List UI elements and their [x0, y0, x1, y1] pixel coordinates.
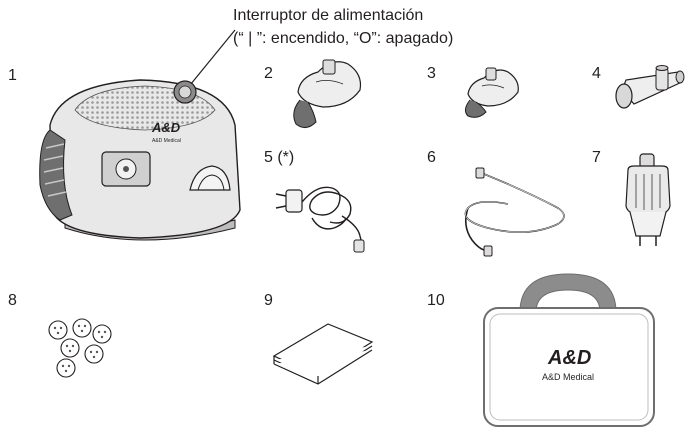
item-number-7: 7	[592, 149, 601, 166]
spare-filters-icon	[48, 318, 112, 378]
nebulizer-compressor-icon: A&D A&D Medical	[39, 79, 241, 241]
power-switch-callout-line2: (“ | ”: encendido, “O”: apagado)	[233, 30, 454, 47]
instruction-manual-icon	[272, 323, 374, 385]
bag-logo-text: A&D Medical	[542, 372, 594, 382]
bag-logo-mark: A&D	[547, 347, 591, 369]
air-tube-icon	[464, 167, 565, 257]
adult-mask-icon	[293, 59, 362, 128]
item-number-10: 10	[427, 292, 445, 309]
device-logo-text: A&D Medical	[152, 138, 181, 144]
carrying-bag-icon: A&D A&D Medical	[483, 273, 655, 427]
ac-adapter-icon	[275, 186, 365, 253]
nebulizer-kit-icon	[625, 153, 671, 246]
mouthpiece-icon	[615, 65, 685, 109]
item-number-6: 6	[427, 149, 436, 166]
item-number-1: 1	[8, 67, 17, 84]
item-number-8: 8	[8, 292, 17, 309]
item-number-5: 5 (*)	[264, 149, 295, 166]
power-switch-callout-line1: Interruptor de alimentación	[233, 7, 424, 24]
item-number-2: 2	[264, 65, 273, 82]
item-number-9: 9	[264, 292, 273, 309]
item-number-4: 4	[592, 65, 601, 82]
item-number-3: 3	[427, 65, 436, 82]
child-mask-icon	[464, 67, 519, 118]
device-logo-mark: A&D	[151, 120, 181, 135]
